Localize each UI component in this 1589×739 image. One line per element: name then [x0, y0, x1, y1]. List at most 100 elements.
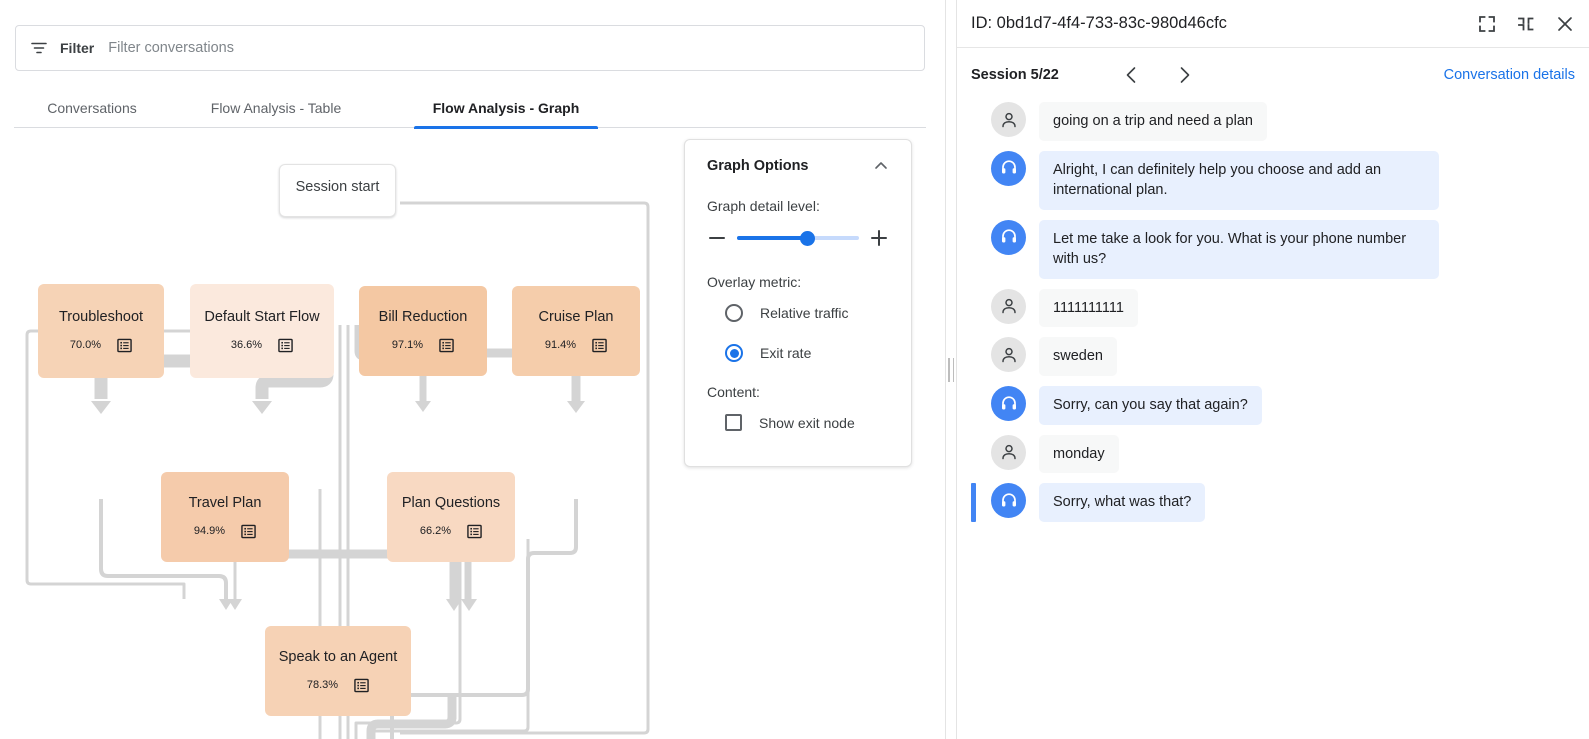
graph-node-session-start[interactable]: Session start [279, 164, 396, 217]
chevron-up-icon[interactable] [873, 158, 889, 174]
graph-detail-level-label: Graph detail level: [707, 198, 820, 214]
list-item: monday [971, 434, 1575, 474]
node-label: Speak to an Agent [278, 649, 398, 666]
list-icon[interactable] [467, 524, 482, 539]
node-exit-rate: 36.6% [230, 339, 263, 352]
radio-label: Exit rate [760, 345, 812, 361]
collapse-icon[interactable] [1516, 14, 1536, 34]
chevron-left-icon[interactable] [1121, 64, 1143, 86]
expand-icon[interactable] [1477, 14, 1497, 34]
filter-bar[interactable]: Filter [15, 25, 925, 71]
graph-options-title: Graph Options [707, 158, 809, 174]
tab-flow-analysis-graph[interactable]: Flow Analysis - Graph [414, 88, 598, 129]
graph-node-plan-questions[interactable]: Plan Questions 66.2% [387, 472, 515, 562]
graph-node-troubleshoot[interactable]: Troubleshoot 70.0% [38, 284, 164, 378]
graph-node-bill-reduction[interactable]: Bill Reduction 97.1% [359, 286, 487, 376]
radio-exit-rate[interactable]: Exit rate [725, 344, 889, 362]
chevron-right-icon[interactable] [1173, 64, 1195, 86]
checkbox-label: Show exit node [759, 414, 855, 431]
node-exit-rate: 94.9% [193, 525, 226, 538]
graph-detail-level-control [707, 228, 889, 248]
slider-thumb[interactable] [800, 230, 816, 246]
radio-label: Relative traffic [760, 305, 849, 321]
detail-level-slider[interactable] [737, 230, 859, 246]
radio-checked-icon [725, 344, 743, 362]
node-meta: 66.2% [420, 524, 482, 539]
node-exit-rate: 97.1% [391, 339, 424, 352]
tab-flow-analysis-table[interactable]: Flow Analysis - Table [210, 100, 342, 116]
filter-label: Filter [60, 40, 95, 56]
graph-node-travel-plan[interactable]: Travel Plan 94.9% [161, 472, 289, 562]
message-bubble: going on a trip and need a plan [1039, 102, 1267, 141]
close-icon[interactable] [1555, 14, 1575, 34]
node-exit-rate: 91.4% [544, 339, 577, 352]
session-counter: Session 5/22 [971, 67, 1059, 83]
tab-conversations[interactable]: Conversations [47, 100, 137, 116]
node-label: Troubleshoot [58, 309, 144, 326]
conversation-id: ID: 0bd1d7-4f4-733-83c-980d46cfc [971, 14, 1227, 32]
list-item-selected: Sorry, what was that? [971, 483, 1575, 522]
message-list[interactable]: going on a trip and need a plan Alright,… [957, 102, 1589, 739]
graph-node-default-start-flow[interactable]: Default Start Flow 36.6% [190, 284, 334, 378]
list-item: 1111111111 [971, 288, 1575, 328]
grip-icon [948, 357, 954, 382]
list-icon[interactable] [278, 338, 293, 353]
node-meta: 94.9% [194, 524, 256, 539]
avatar [991, 337, 1026, 373]
node-label: Default Start Flow [204, 309, 320, 326]
graph-options-header: Graph Options [707, 158, 889, 174]
filter-icon [30, 39, 48, 57]
node-meta: 36.6% [231, 338, 293, 353]
content-label: Content: [707, 384, 760, 400]
conversation-details-link[interactable]: Conversation details [1443, 67, 1575, 83]
node-exit-rate: 78.3% [306, 679, 339, 692]
message-bubble: Alright, I can definitely help you choos… [1039, 150, 1439, 210]
node-label: Bill Reduction [378, 309, 468, 326]
session-navigation-bar: Session 5/22 Conversation details [957, 48, 1589, 102]
list-icon[interactable] [592, 338, 607, 353]
list-item: Let me take a look for you. What is your… [971, 219, 1575, 279]
list-icon[interactable] [117, 338, 132, 353]
message-bubble: 1111111111 [1039, 288, 1138, 328]
avatar [991, 102, 1026, 137]
view-tabs: Conversations Flow Analysis - Table Flow… [14, 88, 926, 129]
avatar [991, 288, 1026, 324]
node-meta: 70.0% [70, 338, 132, 353]
node-exit-rate: 66.2% [419, 525, 452, 538]
node-label: Session start [295, 179, 380, 195]
checkbox-show-exit-node[interactable]: Show exit node [725, 414, 889, 431]
graph-node-cruise-plan[interactable]: Cruise Plan 91.4% [512, 286, 640, 376]
avatar [991, 483, 1026, 519]
message-bubble: Let me take a look for you. What is your… [1039, 219, 1439, 279]
avatar [991, 150, 1026, 186]
message-bubble: sweden [1039, 337, 1117, 377]
list-icon[interactable] [439, 338, 454, 353]
node-meta: 91.4% [545, 338, 607, 353]
node-label: Travel Plan [188, 495, 262, 512]
plus-icon[interactable] [869, 228, 889, 248]
message-bubble: Sorry, can you say that again? [1039, 386, 1262, 425]
node-meta: 78.3% [307, 678, 369, 693]
list-item: going on a trip and need a plan [971, 102, 1575, 141]
avatar [991, 386, 1026, 422]
filter-input[interactable] [108, 40, 910, 56]
graph-node-speak-to-an-agent[interactable]: Speak to an Agent 78.3% [265, 626, 411, 716]
conversation-header: ID: 0bd1d7-4f4-733-83c-980d46cfc [957, 0, 1589, 48]
radio-relative-traffic[interactable]: Relative traffic [725, 304, 889, 322]
radio-unchecked-icon [725, 304, 743, 322]
node-label: Cruise Plan [538, 309, 614, 326]
checkbox-unchecked-icon [725, 414, 742, 431]
conversation-panel: ID: 0bd1d7-4f4-733-83c-980d46cfc Session… [957, 0, 1589, 739]
message-bubble: Sorry, what was that? [1039, 483, 1206, 522]
node-meta: 97.1% [392, 338, 454, 353]
list-item: Sorry, can you say that again? [971, 386, 1575, 425]
overlay-metric-label: Overlay metric: [707, 274, 802, 290]
node-exit-rate: 70.0% [69, 339, 102, 352]
list-icon[interactable] [354, 678, 369, 693]
list-icon[interactable] [241, 524, 256, 539]
node-label: Plan Questions [401, 495, 501, 512]
avatar [991, 219, 1026, 255]
slider-fill [737, 236, 808, 240]
pane-resize-handle[interactable] [945, 0, 957, 739]
minus-icon[interactable] [707, 228, 727, 248]
